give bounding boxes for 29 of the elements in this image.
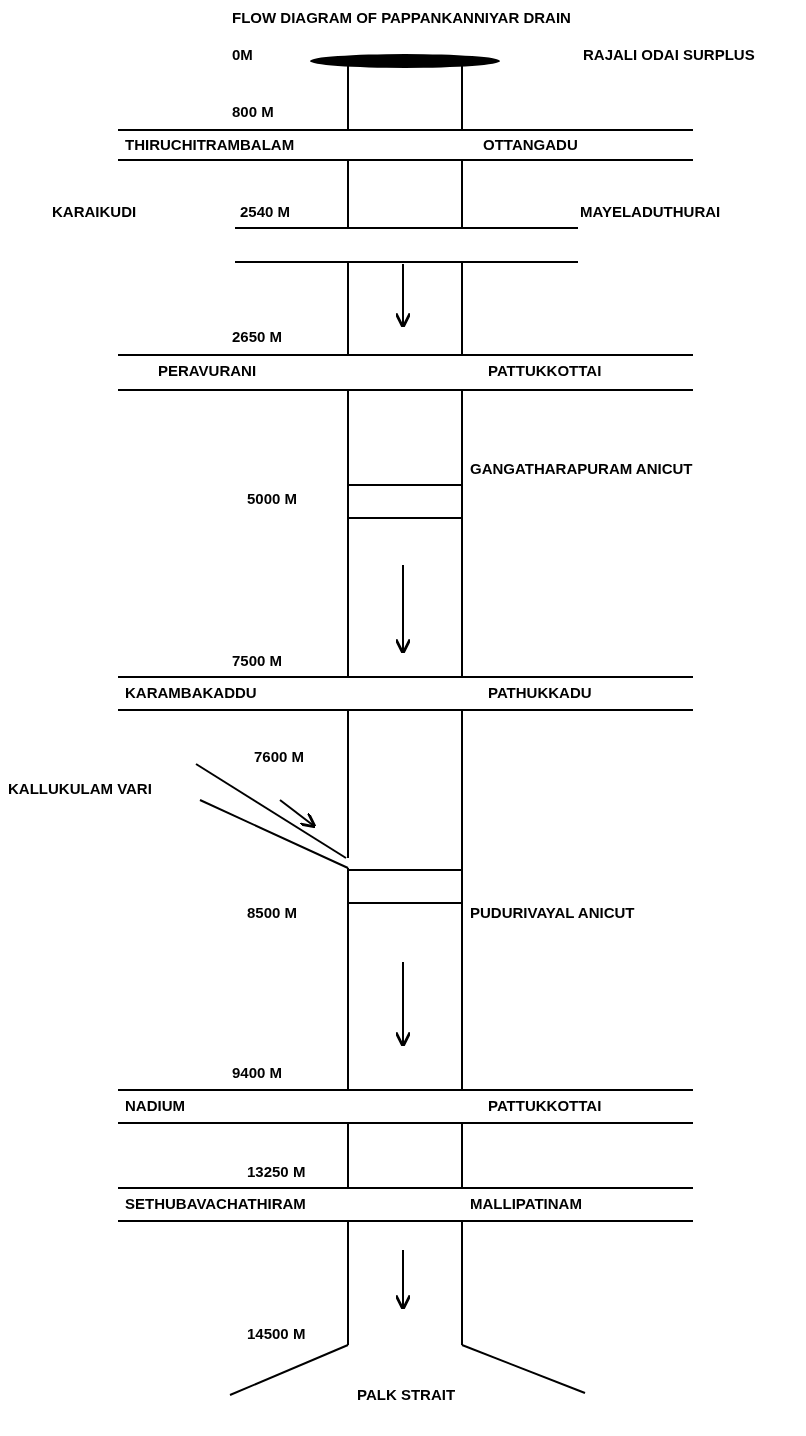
outfall-label: PALK STRAIT [357, 1386, 456, 1404]
place-label: PATTUKKOTTAI [488, 362, 602, 380]
place-label: MAYELADUTHURAI [580, 203, 721, 221]
place-label: KARAIKUDI [52, 203, 137, 221]
distance-label: 13250 M [247, 1163, 306, 1181]
distance-label: 7500 M [232, 652, 283, 670]
place-label: RAJALI ODAI SURPLUS [583, 46, 755, 64]
distance-label: 9400 M [232, 1064, 283, 1082]
distance-label: 5000 M [247, 490, 298, 508]
place-label: PERAVURANI [158, 362, 257, 380]
distance-label: 7600 M [254, 748, 305, 766]
place-label: SETHUBAVACHATHIRAM [125, 1195, 306, 1213]
distance-label: 14500 M [247, 1325, 306, 1343]
place-label: PATTUKKOTTAI [488, 1097, 602, 1115]
diagram-title: FLOW DIAGRAM OF PAPPANKANNIYAR DRAIN [232, 9, 571, 27]
distance-label: 800 M [232, 103, 274, 121]
anicut-label: GANGATHARAPURAM ANICUT [470, 460, 693, 478]
distance-label: 2650 M [232, 328, 283, 346]
distance-label: 0M [232, 46, 253, 64]
place-label: OTTANGADU [483, 136, 578, 154]
place-label: MALLIPATINAM [470, 1195, 582, 1213]
anicut-label: PUDURIVAYAL ANICUT [470, 904, 635, 922]
tributary-label: KALLUKULAM VARI [8, 780, 152, 798]
distance-label: 2540 M [240, 203, 291, 221]
place-label: NADIUM [125, 1097, 185, 1115]
place-label: KARAMBAKADDU [125, 684, 257, 702]
distance-label: 8500 M [247, 904, 298, 922]
place-label: PATHUKKADU [488, 684, 592, 702]
place-label: THIRUCHITRAMBALAM [125, 136, 295, 154]
